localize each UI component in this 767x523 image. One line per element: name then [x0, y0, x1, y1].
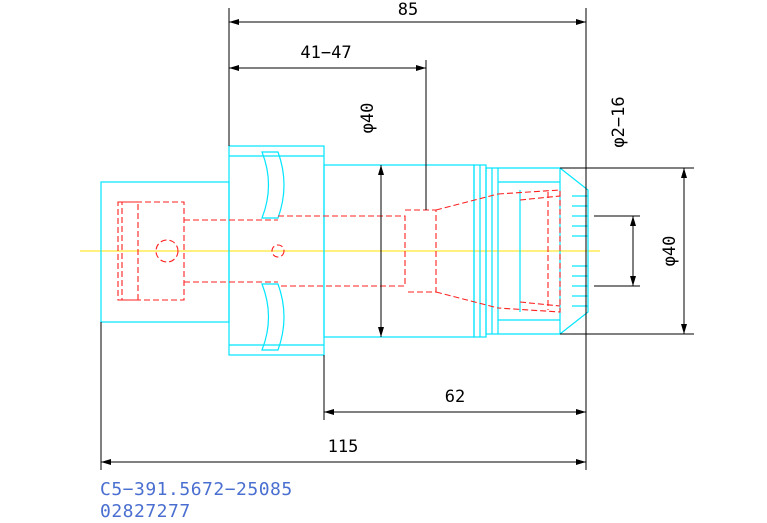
- dim-label-projection: 62: [445, 387, 465, 407]
- item-number: 02827277: [100, 501, 191, 522]
- dim-label-bore-diameter: φ40: [358, 103, 378, 134]
- dim-label-overall-length: 85: [398, 0, 418, 20]
- dimension-lines: [100, 8, 694, 470]
- hidden-lines: [117, 189, 561, 313]
- dim-label-clamping-range: φ2−16: [609, 96, 629, 147]
- dim-label-total-length: 115: [328, 437, 359, 457]
- dim-label-nose-diameter: φ40: [660, 236, 680, 267]
- part-number: C5−391.5672−25085: [100, 479, 293, 500]
- dim-label-depth-range: 41−47: [300, 43, 351, 63]
